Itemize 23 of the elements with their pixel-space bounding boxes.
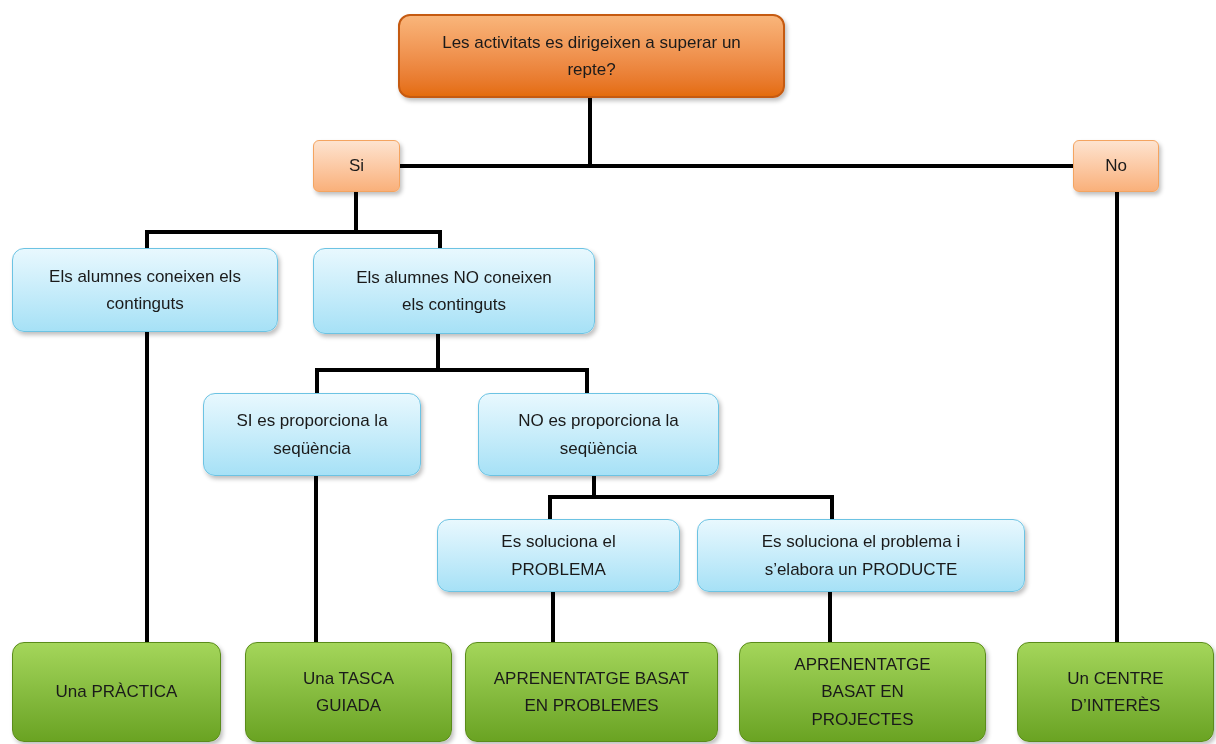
connector-line	[314, 476, 318, 642]
condition-box: Es soluciona el PROBLEMA	[437, 519, 680, 592]
answer-box: Si	[313, 140, 400, 192]
result-box: Un CENTRE D’INTERÈS	[1017, 642, 1214, 742]
result-box: APRENENTATGE BASAT EN PROBLEMES	[465, 642, 718, 742]
question-box: Les activitats es dirigeixen a superar un repte?	[398, 14, 785, 98]
result-box: APRENENTATGE BASAT EN PROJECTES	[739, 642, 986, 742]
result-box: Una PRÀCTICA	[12, 642, 221, 742]
connector-line	[436, 334, 589, 393]
connector-line	[145, 332, 149, 642]
connector-line	[551, 592, 555, 642]
result-box: Una TASCA GUIADA	[245, 642, 452, 742]
connector-line	[1115, 192, 1119, 642]
connector-line	[828, 592, 832, 642]
condition-box: SI es proporciona la seqüència	[203, 393, 421, 476]
condition-box: Els alumnes NO coneixen els continguts	[313, 248, 595, 334]
answer-box: No	[1073, 140, 1159, 192]
condition-box: NO es proporciona la seqüència	[478, 393, 719, 476]
connector-line	[592, 476, 834, 519]
connector-line	[588, 98, 1073, 168]
connector-line	[354, 192, 442, 248]
condition-box: Els alumnes coneixen els continguts	[12, 248, 278, 332]
condition-box: Es soluciona el problema i s’elabora un PRODUCTE	[697, 519, 1025, 592]
